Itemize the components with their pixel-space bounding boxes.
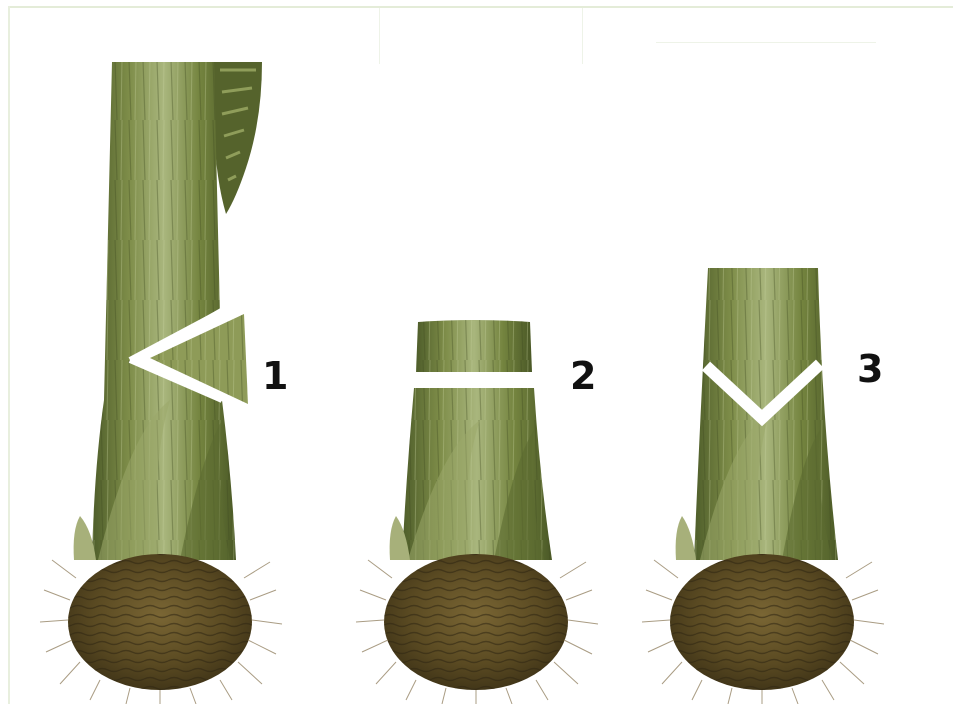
cut-label-2: 2 bbox=[570, 357, 596, 395]
cut-label-3: 3 bbox=[857, 350, 883, 388]
plant-3 bbox=[642, 268, 884, 704]
plant-1 bbox=[40, 62, 282, 704]
cut-label-1: 1 bbox=[262, 357, 288, 395]
leaf-shape bbox=[214, 62, 262, 214]
plant-2 bbox=[356, 320, 598, 704]
cut-horizontal bbox=[410, 372, 540, 388]
